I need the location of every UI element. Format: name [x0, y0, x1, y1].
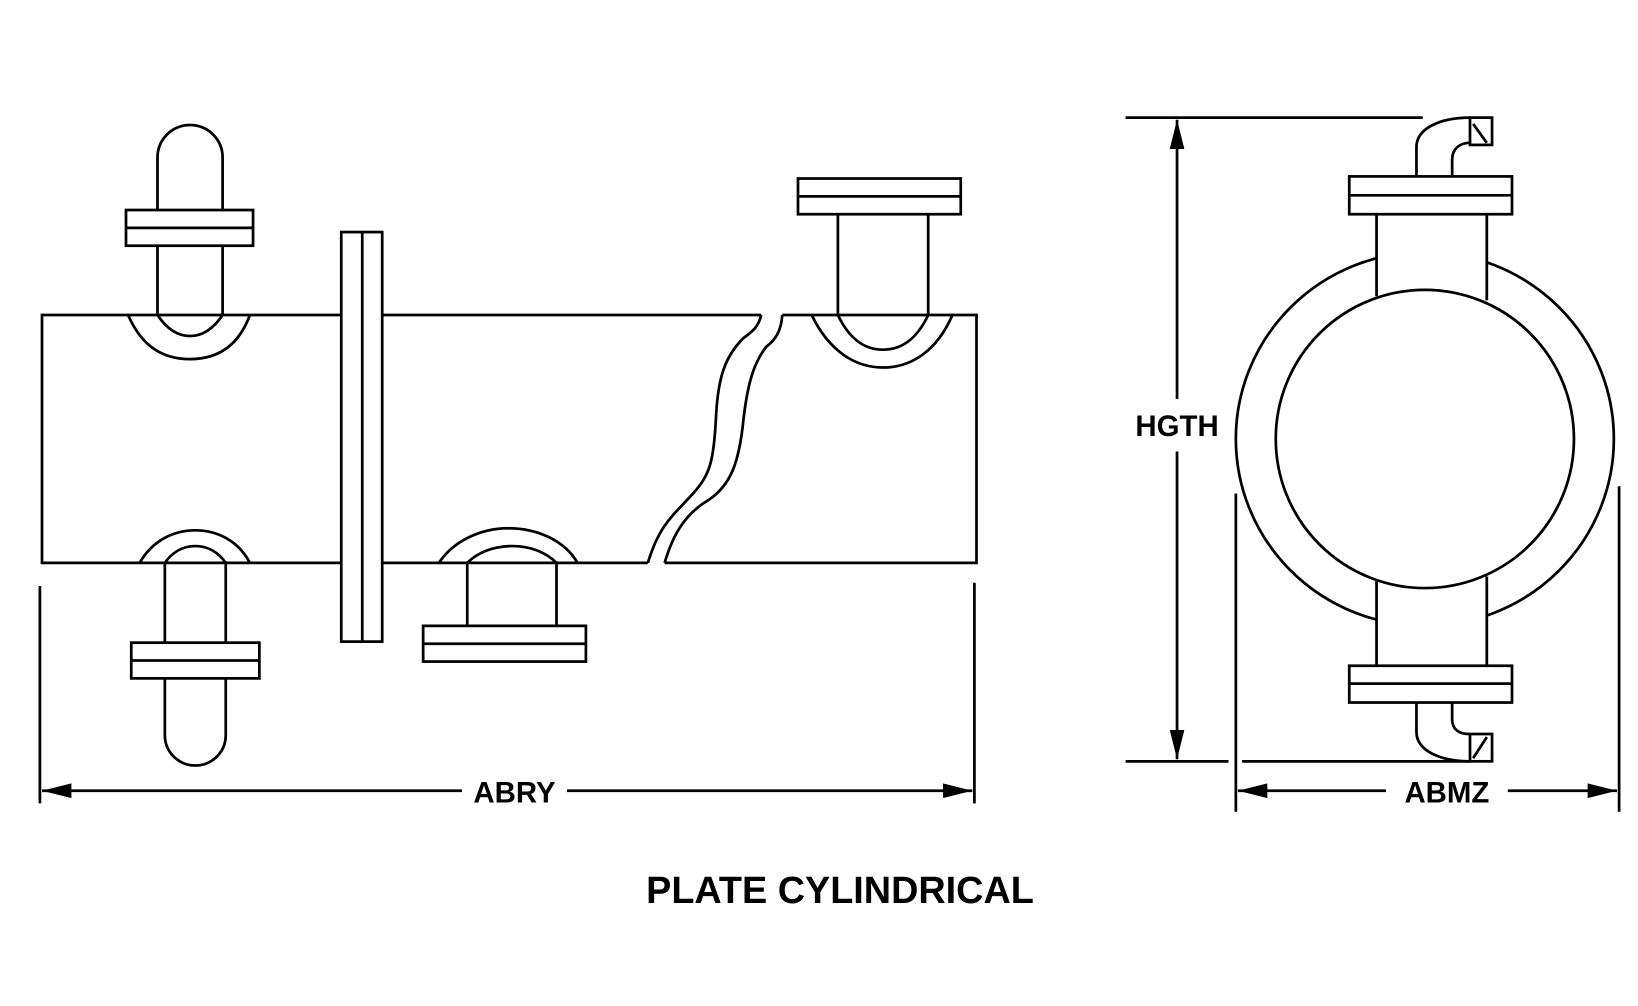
top-flange	[1347, 116, 1514, 216]
cylinder-body	[40, 313, 978, 565]
dimension-width: ABMZ	[1234, 486, 1621, 812]
nozzle-bottom-middle	[421, 526, 588, 663]
dimension-label-height: HGTH	[1135, 410, 1218, 443]
nozzle-bottom-left	[129, 528, 261, 767]
dimension-label-length: ABRY	[473, 776, 556, 809]
inner-bore	[1274, 288, 1576, 590]
nozzle-top-left	[124, 123, 255, 361]
dimension-label-width: ABMZ	[1404, 776, 1489, 809]
flange-plate	[339, 230, 384, 643]
break-line	[663, 314, 784, 564]
dimension-length: ABRY	[38, 582, 976, 809]
end-view: HGTH ABMZ	[1125, 116, 1621, 812]
dimension-height: HGTH	[1125, 116, 1470, 763]
nozzle-top-right	[796, 177, 963, 369]
side-view: ABRY	[38, 123, 978, 809]
drawing-title: PLATE CYLINDRICAL	[646, 870, 1034, 912]
break-line	[646, 314, 763, 564]
hatched-section	[1468, 116, 1494, 147]
bottom-flange	[1347, 664, 1514, 763]
